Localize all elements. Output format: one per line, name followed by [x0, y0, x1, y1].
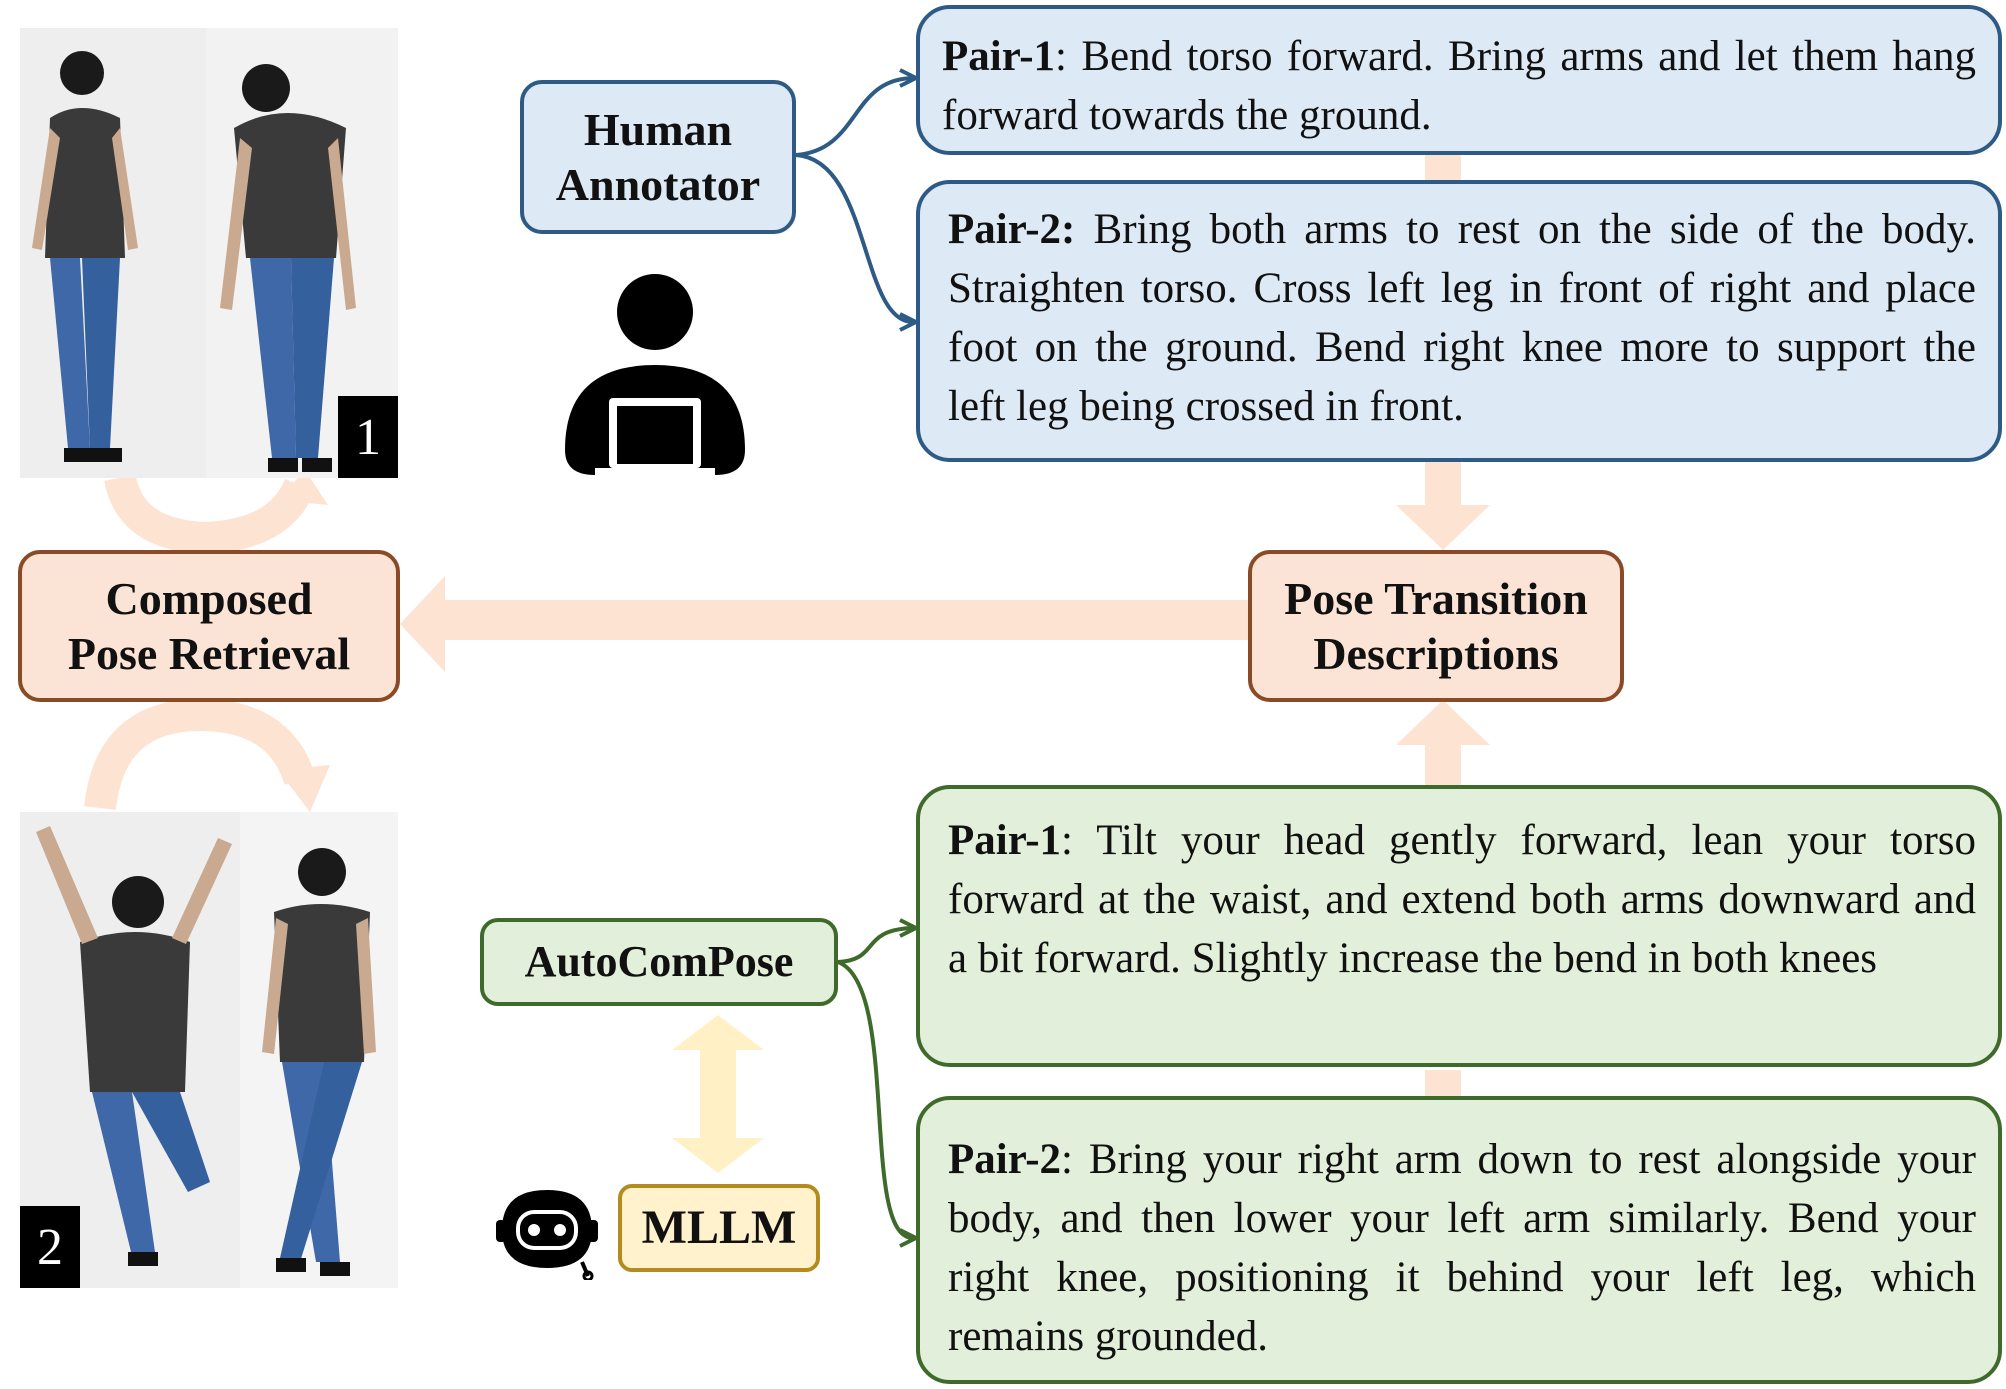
pose-transition-descriptions-node: Pose Transition Descriptions — [1248, 550, 1624, 702]
human-annotator-node: Human Annotator — [520, 80, 796, 234]
arrow-descriptions-to-retrieval — [400, 576, 1248, 672]
person-laptop-icon — [565, 270, 745, 480]
connector-annotator-pair1 — [795, 76, 913, 157]
cycle-arrow-bottom — [84, 698, 316, 811]
pair-description-text: Bend torso forward. Bring arms and let t… — [942, 33, 1976, 139]
pair-description-text: Bring both arms to rest on the side of t… — [948, 206, 1976, 430]
robot-head-icon — [492, 1180, 602, 1282]
person-figure-icon — [240, 812, 398, 1288]
pair-description-text: Tilt your head gently forward, lean your… — [948, 817, 1976, 982]
pair-separator — [1075, 206, 1093, 253]
connector-autocompose-pair1 — [837, 926, 913, 964]
pair-separator: : — [1061, 817, 1097, 864]
pose-pair-2-image-b — [240, 812, 398, 1288]
pair-label: Pair-2 — [948, 1136, 1062, 1183]
human-description-pair-1: Pair-1: Bend torso forward. Bring arms a… — [916, 5, 2002, 155]
pair-label: Pair-1 — [948, 817, 1062, 864]
pair-label: Pair-1 — [942, 33, 1056, 80]
connector-annotator-pair2 — [795, 153, 913, 324]
pose-transition-descriptions-label: Pose Transition Descriptions — [1284, 572, 1588, 679]
background-stripe-bottom — [1425, 1070, 1461, 1096]
pose-pair-1-image-a — [20, 28, 206, 478]
person-figure-icon — [20, 28, 206, 478]
cycle-arrow-top — [104, 474, 315, 555]
pair-description-text: Bring your right arm down to rest alongs… — [948, 1136, 1976, 1360]
arrow-auto-to-descriptions — [1396, 700, 1490, 785]
pair-2-number-badge: 2 — [20, 1206, 80, 1288]
person-figure-icon — [20, 812, 240, 1288]
connector-autocompose-pair2 — [837, 960, 913, 1240]
pair-separator: : — [1055, 33, 1082, 80]
autocompose-label: AutoComPose — [524, 936, 794, 986]
mllm-label: MLLM — [641, 1201, 797, 1255]
pair-label: Pair-2: — [948, 206, 1076, 253]
human-annotator-label: Human Annotator — [555, 103, 761, 210]
autocompose-node: AutoComPose — [480, 918, 838, 1006]
cycle-arrow-top-head — [278, 470, 328, 505]
composed-pose-retrieval-label: Composed Pose Retrieval — [67, 572, 351, 679]
arrow-human-to-descriptions — [1396, 462, 1490, 550]
auto-description-pair-1: Pair-1: Tilt your head gently forward, l… — [916, 785, 2002, 1067]
composed-pose-retrieval-node: Composed Pose Retrieval — [18, 550, 400, 702]
human-description-pair-2: Pair-2: Bring both arms to rest on the s… — [916, 180, 2002, 462]
mllm-node: MLLM — [618, 1184, 820, 1272]
cycle-arrow-bottom-head — [278, 765, 330, 812]
pair-1-number-badge: 1 — [338, 396, 398, 478]
arrow-autocompose-mllm — [672, 1015, 764, 1173]
auto-description-pair-2: Pair-2: Bring your right arm down to res… — [916, 1096, 2002, 1384]
pair-separator: : — [1061, 1136, 1089, 1183]
